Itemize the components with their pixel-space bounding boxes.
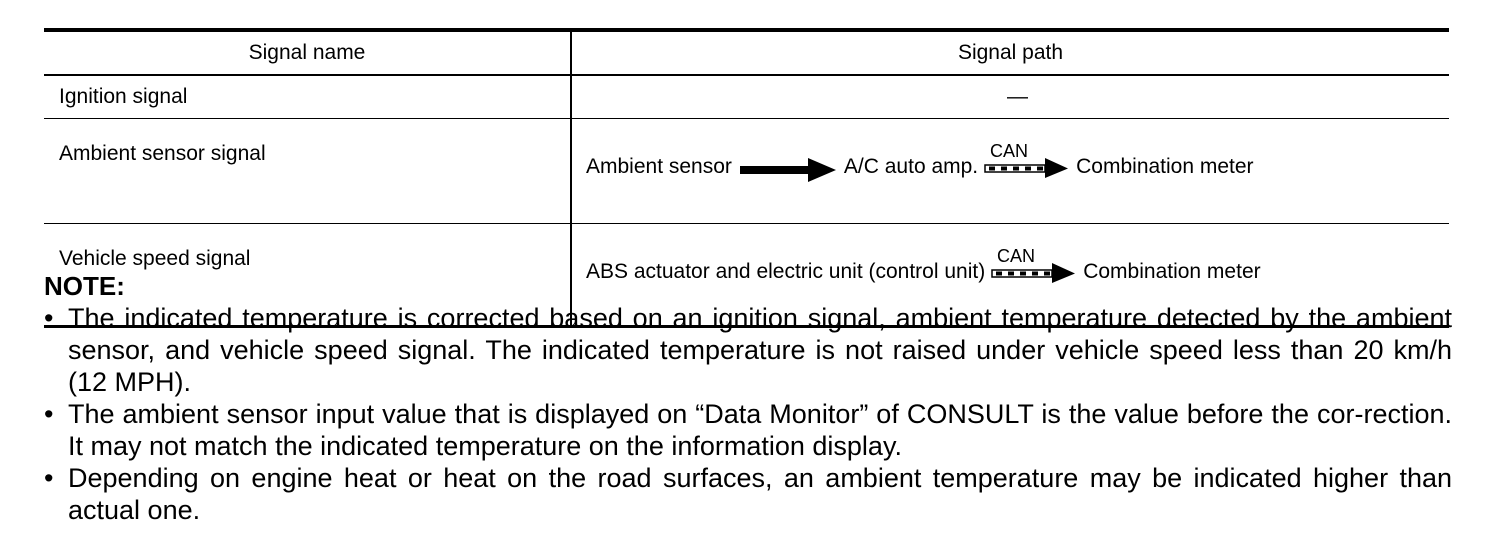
signal-name-cell: Ambient sensor signal	[44, 118, 571, 224]
path-source: ABS actuator and electric unit (control …	[586, 260, 986, 283]
can-arrow-icon: CAN	[984, 144, 1069, 178]
path-destination: Combination meter	[1076, 155, 1254, 178]
path-destination: Combination meter	[1083, 260, 1261, 283]
bullet-icon: •	[44, 303, 54, 333]
signal-path-diagram: ABS actuator and electric unit (control …	[586, 249, 1449, 289]
signal-name-cell: Ignition signal	[44, 75, 571, 119]
path-source: Ambient sensor	[586, 155, 732, 178]
signal-path-cell: Ambient sensor A/C auto amp. CAN	[570, 118, 1449, 224]
solid-arrow-icon	[739, 158, 836, 182]
can-label: CAN	[997, 249, 1035, 266]
note-section: NOTE: • The indicated temperature is cor…	[44, 270, 1452, 526]
table-row: Vehicle speed signal ABS actuator and el…	[44, 223, 1449, 328]
note-title: NOTE:	[44, 271, 125, 301]
bullet-icon: •	[44, 463, 54, 493]
note-item: • The ambient sensor input value that is…	[44, 398, 1452, 462]
table-header-row: Signal name Signal path	[44, 28, 1449, 76]
signal-path-diagram: Ambient sensor A/C auto amp. CAN	[586, 144, 1449, 184]
signal-table: Signal name Signal path Ignition signal …	[44, 28, 1449, 328]
can-label: CAN	[990, 144, 1028, 161]
signal-name-cell: Vehicle speed signal	[44, 223, 571, 328]
note-list: • The indicated temperature is corrected…	[44, 302, 1452, 526]
note-item-text: Depending on engine heat or heat on the …	[68, 463, 1452, 525]
path-intermediate: A/C auto amp.	[843, 155, 979, 178]
header-signal-path: Signal path	[570, 28, 1449, 76]
bullet-icon: •	[44, 399, 54, 429]
header-signal-name: Signal name	[44, 28, 571, 76]
note-item-text: The indicated temperature is corrected b…	[68, 303, 1452, 397]
note-item: • Depending on engine heat or heat on th…	[44, 462, 1452, 526]
note-item: • The indicated temperature is corrected…	[44, 302, 1452, 398]
signal-path-cell: ABS actuator and electric unit (control …	[570, 223, 1449, 328]
table-row: Ignition signal —	[44, 75, 1449, 119]
table-row: Ambient sensor signal Ambient sensor A/C…	[44, 118, 1449, 224]
signal-path-cell: —	[570, 75, 1449, 119]
can-arrow-icon: CAN	[991, 249, 1076, 283]
note-item-text: The ambient sensor input value that is d…	[68, 399, 1452, 461]
